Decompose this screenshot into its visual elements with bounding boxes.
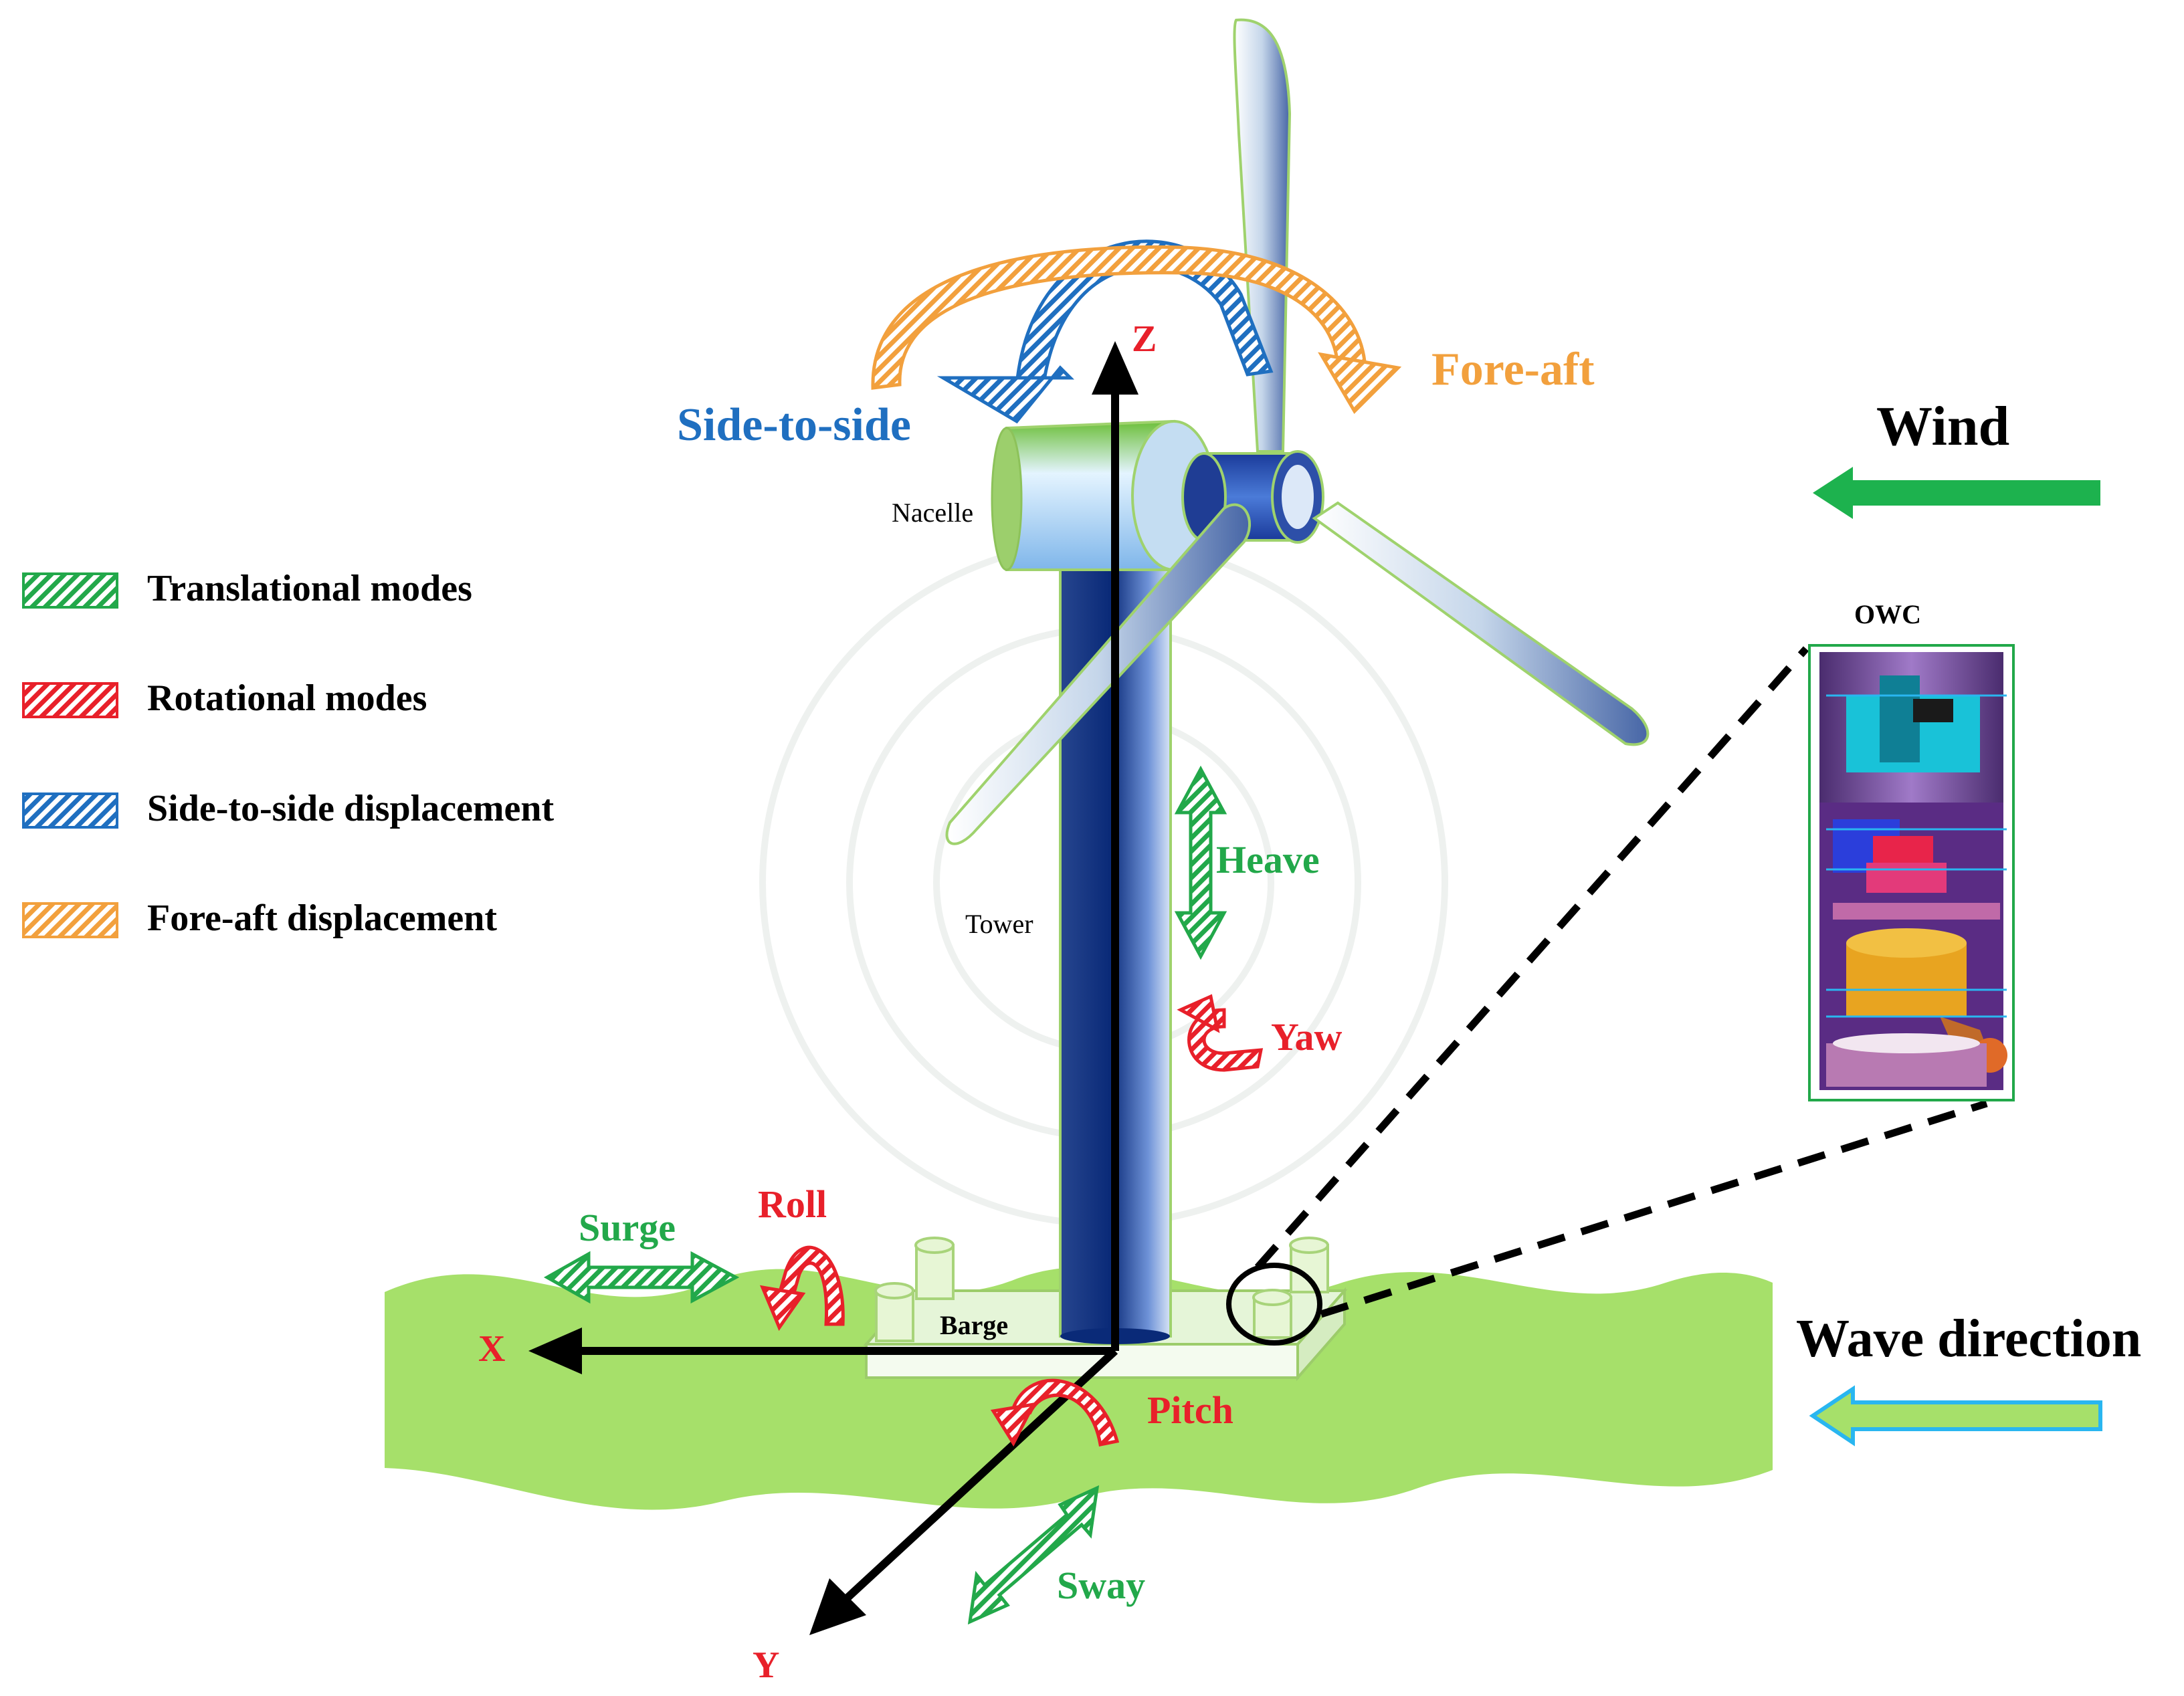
z-axis-label: Z bbox=[1132, 318, 1157, 360]
x-axis bbox=[528, 1328, 1115, 1374]
pitch-label: Pitch bbox=[1147, 1388, 1233, 1432]
roll-arrow bbox=[759, 1245, 845, 1332]
barge-columns bbox=[874, 1237, 1329, 1342]
legend-label-fore-aft: Fore-aft displacement bbox=[147, 897, 497, 939]
wave-direction-label: Wave direction bbox=[1796, 1309, 2141, 1368]
legend: Translational modes Rotational modes Sid… bbox=[22, 568, 555, 939]
heave-arrow bbox=[1174, 765, 1227, 960]
yaw-label: Yaw bbox=[1271, 1015, 1342, 1059]
legend-label-rotational: Rotational modes bbox=[147, 677, 427, 719]
legend-swatch-translational bbox=[22, 572, 118, 609]
owc-label: OWC bbox=[1854, 599, 1921, 629]
pitch-arrow bbox=[990, 1378, 1120, 1447]
fore-aft-label: Fore-aft bbox=[1431, 344, 1595, 395]
fore-aft-arrow bbox=[871, 245, 1402, 415]
wind-arrow bbox=[1813, 467, 2100, 519]
yaw-arrow bbox=[1177, 994, 1264, 1072]
barge-label: Barge bbox=[940, 1310, 1008, 1340]
owc-location-circle bbox=[1226, 1263, 1322, 1346]
legend-swatch-side-to-side bbox=[22, 792, 118, 829]
legend-swatch-fore-aft bbox=[22, 902, 118, 938]
rotor-hub bbox=[1181, 450, 1324, 544]
roll-label: Roll bbox=[758, 1182, 827, 1226]
rotor-blades bbox=[945, 18, 1650, 845]
x-axis-label: X bbox=[478, 1328, 505, 1370]
heave-label: Heave bbox=[1216, 838, 1320, 881]
zoom-lines bbox=[1254, 646, 1988, 1318]
legend-swatch-rotational bbox=[22, 682, 118, 718]
z-axis bbox=[1092, 341, 1138, 1351]
wave-direction-arrow bbox=[1809, 1385, 2102, 1447]
surge-arrow bbox=[543, 1251, 740, 1304]
legend-label-translational: Translational modes bbox=[147, 568, 472, 609]
tower-label: Tower bbox=[965, 909, 1033, 939]
side-to-side-label: Side-to-side bbox=[677, 399, 911, 451]
sway-arrow bbox=[967, 1485, 1100, 1625]
nacelle-label: Nacelle bbox=[892, 498, 973, 528]
wind-label: Wind bbox=[1876, 395, 2009, 457]
legend-label-side-to-side: Side-to-side displacement bbox=[147, 788, 555, 829]
owc-detail bbox=[1808, 644, 2015, 1101]
surge-label: Surge bbox=[579, 1206, 676, 1249]
y-axis-label: Y bbox=[753, 1645, 779, 1686]
sway-label: Sway bbox=[1057, 1564, 1145, 1607]
